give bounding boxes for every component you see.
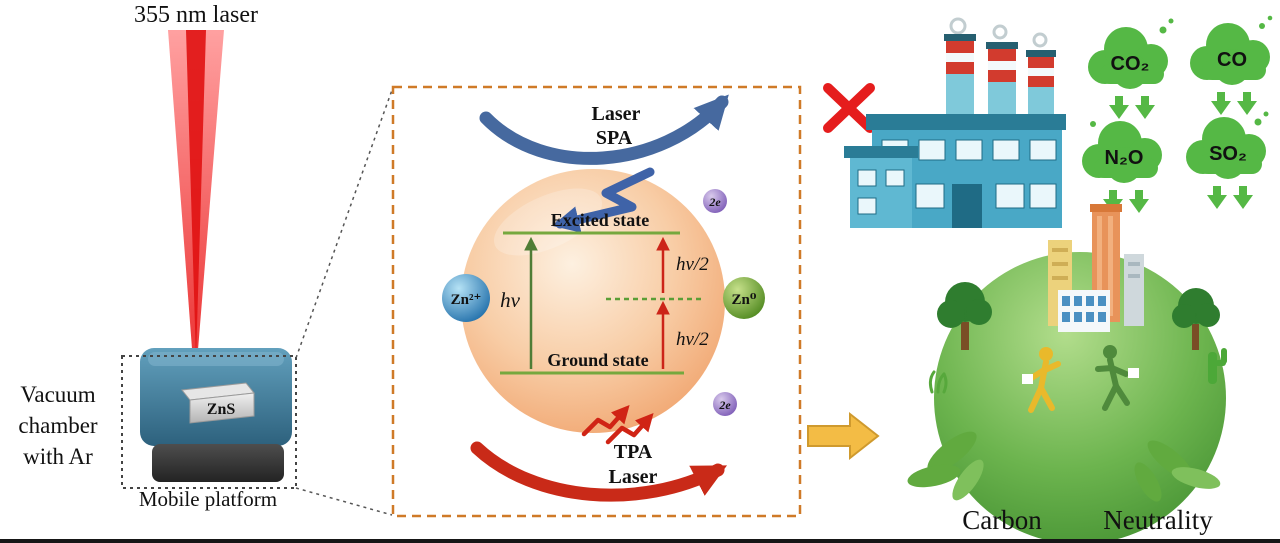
cactus-icon bbox=[1208, 348, 1227, 384]
hv-half-lower-label: hν/2 bbox=[676, 329, 709, 350]
gas-down-arrow bbox=[1211, 92, 1231, 115]
building-icon bbox=[1048, 204, 1144, 332]
nanosphere-highlight bbox=[493, 188, 603, 256]
leaf-icon bbox=[907, 431, 984, 501]
platform-base bbox=[152, 444, 284, 482]
spa-label-line1: Laser bbox=[592, 103, 641, 125]
person-icon bbox=[1095, 345, 1130, 411]
chamber-caption: Vacuum chamber with Ar bbox=[18, 382, 98, 469]
laser-setup: 355 nm laser ZnS Vacuum chamber with Ar … bbox=[18, 2, 393, 516]
detail-box bbox=[391, 85, 802, 518]
detail-panel: Laser SPA Excited state Ground state hν … bbox=[391, 85, 802, 518]
gas-cloud-co-label: CO bbox=[1217, 49, 1247, 71]
nanosphere bbox=[461, 169, 725, 433]
gas-cloud-co: CO bbox=[1190, 15, 1273, 115]
tree-icon bbox=[1172, 288, 1220, 350]
photon-zigzag-arrow bbox=[552, 167, 655, 233]
gas-cloud-so2: SO₂ bbox=[1186, 111, 1269, 209]
briefcase-icon bbox=[1022, 374, 1033, 384]
selection-box bbox=[121, 355, 297, 489]
svg-text:with Ar: with Ar bbox=[23, 444, 93, 469]
tpa-label-line1: TPA bbox=[614, 441, 653, 463]
person-icon bbox=[1027, 347, 1061, 413]
tpa-arrow bbox=[470, 441, 728, 502]
earth-globe bbox=[934, 252, 1226, 543]
caption-carbon: Carbon bbox=[962, 505, 1042, 535]
gas-cloud-n2o: N₂O bbox=[1082, 121, 1162, 213]
gas-down-arrow bbox=[1233, 186, 1253, 209]
svg-text:chamber: chamber bbox=[18, 413, 98, 438]
gas-down-arrow bbox=[1129, 190, 1149, 213]
leaf-icon bbox=[1134, 440, 1221, 502]
gas-down-arrow bbox=[1237, 92, 1257, 115]
caption-neutrality: Neutrality bbox=[1103, 505, 1213, 535]
hv-half-upper-label: hν/2 bbox=[676, 254, 709, 275]
zn-ion-left-label: Zn²⁺ bbox=[451, 292, 482, 308]
ground-state-label: Ground state bbox=[547, 350, 648, 370]
gas-down-arrow bbox=[1103, 190, 1123, 213]
tree-icon bbox=[937, 282, 992, 350]
briefcase-icon bbox=[1128, 368, 1139, 378]
earth-illustration bbox=[907, 204, 1227, 543]
gas-cloud-so2-label: SO₂ bbox=[1209, 143, 1247, 165]
tpa-photon-wave-2 bbox=[605, 412, 654, 445]
gas-down-arrow bbox=[1109, 96, 1129, 119]
zns-sample: ZnS bbox=[181, 382, 255, 424]
prohibition-x-icon bbox=[823, 83, 875, 133]
mobile-platform-top-sheen bbox=[148, 352, 284, 366]
zn-atom-right bbox=[723, 277, 765, 319]
tpa-photon-wave-1 bbox=[581, 404, 630, 437]
electron-pair-bottom-label: 2e bbox=[718, 398, 731, 412]
electron-pair-top bbox=[703, 189, 727, 213]
spa-label-line2: SPA bbox=[596, 127, 633, 149]
electron-pair-bottom bbox=[713, 392, 737, 416]
gas-down-arrow bbox=[1207, 186, 1227, 209]
gas-down-arrow bbox=[1135, 96, 1155, 119]
grass-icon bbox=[928, 370, 948, 394]
gas-cloud-co2-label: CO₂ bbox=[1111, 53, 1150, 75]
bottom-border bbox=[0, 539, 1280, 543]
svg-text:Vacuum: Vacuum bbox=[20, 382, 95, 407]
zn-atom-right-label: Zn⁰ bbox=[732, 292, 757, 308]
platform-caption: Mobile platform bbox=[139, 487, 277, 511]
transition-arrow bbox=[807, 411, 880, 461]
spa-arrow bbox=[479, 94, 729, 165]
electron-pair-top-label: 2e bbox=[708, 195, 721, 209]
zn-ion-left bbox=[442, 274, 490, 322]
gas-cloud-co2: CO₂ bbox=[1088, 18, 1174, 119]
zoom-line-bottom bbox=[295, 487, 393, 516]
laser-wavelength-label: 355 nm laser bbox=[134, 2, 258, 28]
factory-illustration bbox=[844, 17, 1066, 228]
hv-label: hν bbox=[500, 288, 521, 312]
tpa-label-line2: Laser bbox=[609, 466, 658, 488]
zoom-line-top bbox=[295, 89, 393, 359]
excited-state-label: Excited state bbox=[551, 210, 649, 230]
laser-beam-core bbox=[186, 30, 206, 360]
gas-cloud-n2o-label: N₂O bbox=[1105, 147, 1144, 169]
zns-sample-label: ZnS bbox=[207, 401, 236, 418]
